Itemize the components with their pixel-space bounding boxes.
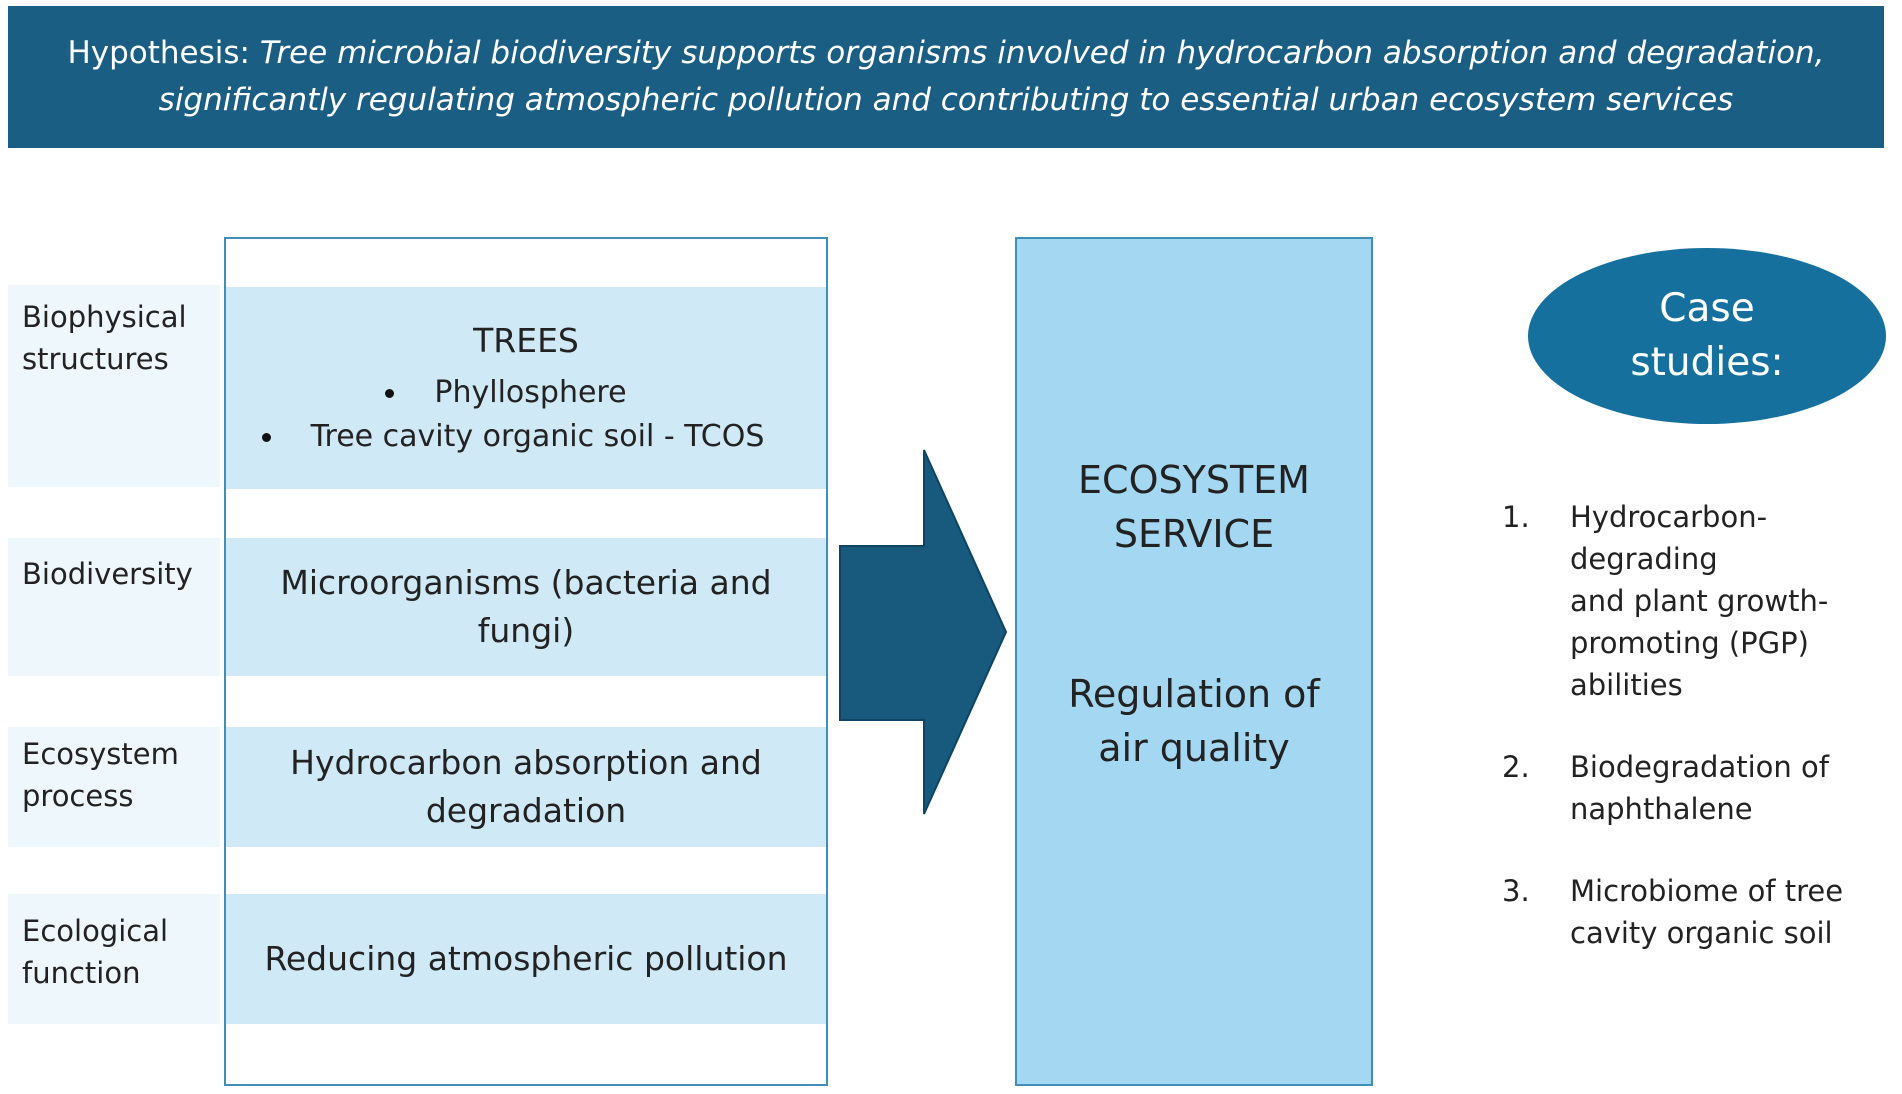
ecosystem-service-box: ECOSYSTEM SERVICE Regulation of air qual… — [1015, 237, 1373, 1086]
bullet-item: Tree cavity organic soil - TCOS — [261, 415, 765, 459]
hypothesis-line-2: significantly regulating atmospheric pol… — [158, 82, 1734, 118]
case-studies-list: 1. Hydrocarbon-degrading and plant growt… — [1502, 496, 1900, 994]
case-text: Biodegradation of naphthalene — [1570, 746, 1900, 830]
service-subtitle: Regulation of air quality — [1017, 667, 1371, 775]
case-studies-oval: Case studies: — [1528, 248, 1886, 424]
case-line: naphthalene — [1570, 792, 1753, 826]
case-line: Hydrocarbon-degrading — [1570, 500, 1768, 576]
row-label-text: Ecological — [22, 914, 169, 948]
band-microorganisms: Microorganisms (bacteria and fungi) — [226, 538, 826, 676]
trees-title: TREES — [473, 321, 579, 360]
case-number: 3. — [1502, 874, 1530, 908]
service-title: ECOSYSTEM SERVICE — [1017, 453, 1371, 561]
band-reducing-pollution: Reducing atmospheric pollution — [226, 894, 826, 1024]
band-text: Reducing atmospheric pollution — [264, 939, 788, 978]
hypothesis-prefix: Hypothesis: — [67, 35, 260, 71]
case-studies-title: Case — [1659, 286, 1755, 331]
case-line: Biodegradation of — [1570, 750, 1829, 784]
hypothesis-line-1: Hypothesis: Tree microbial biodiversity … — [67, 30, 1824, 77]
left-column-frame — [224, 237, 828, 1086]
case-line: cavity organic soil — [1570, 916, 1833, 950]
case-line: Microbiome of tree — [1570, 874, 1844, 908]
band-text: Microorganisms (bacteria and — [280, 563, 772, 602]
service-title-line: ECOSYSTEM — [1078, 458, 1310, 502]
row-label-biodiversity: Biodiversity — [8, 538, 220, 676]
case-line: promoting (PGP) — [1570, 626, 1809, 660]
row-label-text: Biodiversity — [22, 557, 193, 591]
case-studies-title: studies: — [1630, 340, 1784, 385]
bullet-icon — [385, 388, 395, 398]
case-study-item: 3. Microbiome of tree cavity organic soi… — [1502, 870, 1900, 954]
row-label-text: Ecosystem — [22, 737, 179, 771]
case-study-item: 2. Biodegradation of naphthalene — [1502, 746, 1900, 830]
case-text: Hydrocarbon-degrading and plant growth- … — [1570, 496, 1900, 706]
row-label-text: process — [22, 779, 134, 813]
row-label-text: function — [22, 956, 141, 990]
row-label-text: structures — [22, 342, 169, 376]
bullet-item: Phyllosphere — [385, 371, 627, 415]
right-arrow-icon — [839, 449, 1008, 815]
case-study-item: 1. Hydrocarbon-degrading and plant growt… — [1502, 496, 1900, 706]
case-line: abilities — [1570, 668, 1683, 702]
bullet-text: Phyllosphere — [434, 375, 627, 410]
band-trees: TREES Phyllosphere Tree cavity organic s… — [226, 287, 826, 489]
case-number: 2. — [1502, 750, 1530, 784]
hypothesis-banner: Hypothesis: Tree microbial biodiversity … — [8, 6, 1884, 148]
bullet-icon — [261, 432, 271, 442]
service-sub-line: air quality — [1098, 726, 1290, 770]
service-title-line: SERVICE — [1113, 512, 1275, 556]
row-label-ecosystem-process: Ecosystem process — [8, 727, 220, 847]
case-text: Microbiome of tree cavity organic soil — [1570, 870, 1900, 954]
band-text: Hydrocarbon absorption and — [290, 743, 762, 782]
hypothesis-text-1: Tree microbial biodiversity supports org… — [259, 35, 1825, 71]
service-sub-line: Regulation of — [1068, 672, 1320, 716]
row-label-ecological-function: Ecological function — [8, 894, 220, 1024]
row-label-biophysical: Biophysical structures — [8, 285, 220, 487]
row-label-text: Biophysical — [22, 300, 187, 334]
case-number: 1. — [1502, 500, 1530, 534]
case-line: and plant growth- — [1570, 584, 1829, 618]
band-text: fungi) — [477, 611, 575, 650]
bullet-text: Tree cavity organic soil - TCOS — [310, 419, 765, 454]
band-text: degradation — [425, 791, 627, 830]
band-hydrocarbon: Hydrocarbon absorption and degradation — [226, 727, 826, 847]
